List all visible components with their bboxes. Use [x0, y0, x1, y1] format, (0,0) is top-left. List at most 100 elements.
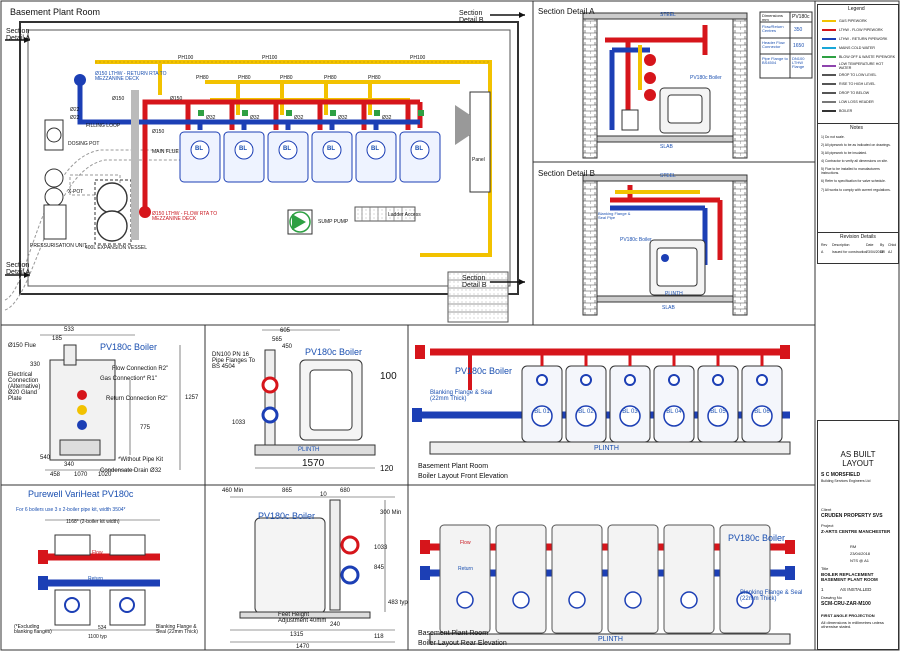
legend-swatch [822, 55, 836, 58]
front-flange-note: DN100 PN 16 Pipe Flanges To BS 4504 [212, 352, 255, 370]
legend-item: DROP TO LOW LEVEL [822, 70, 896, 79]
clearance-dim: 845 [374, 565, 385, 571]
clearance-dim: 865 [282, 488, 293, 494]
section-a-marker-bottom: Section Detail A [6, 262, 31, 276]
front-boiler-id-ring [663, 405, 685, 427]
section-b-boiler: PV180c Boiler [620, 237, 652, 243]
front-elev-boiler-label: PV180c Boiler [455, 366, 513, 376]
legend-item: MAINS COLD WATER [822, 43, 896, 52]
legend-item-label: LTHW - RETURN PIPEWORK [839, 36, 888, 41]
rear-elev-return: Return [458, 566, 474, 572]
clearance-dim: 1033 [374, 545, 388, 551]
plan-boiler-label: BL [415, 146, 423, 152]
side-dim: 185 [52, 336, 63, 342]
legend-item-label: BOILER [839, 108, 853, 113]
dim-table-cell: DN100 LTHW Flange [792, 56, 805, 69]
variheat-excluding-note: (*Excluding blanking flanges) [14, 624, 52, 635]
sump-pump-label: SUMP PUMP [318, 219, 349, 225]
legend-item: LTHW - RETURN PIPEWORK [822, 34, 896, 43]
title-block-rev-status: AS INSTALLED [840, 587, 872, 592]
rear-boiler-unit [663, 524, 715, 634]
front-boiler-badge-icon [536, 374, 548, 386]
title-block: AS BUILT LAYOUT S C MORSFIELD Building S… [817, 420, 899, 650]
section-b-detail [582, 174, 748, 316]
title-block-scale: NTS @ A1 [850, 558, 869, 563]
side-flue-label: Ø150 Flue [8, 343, 37, 349]
legend-swatch [822, 109, 836, 112]
legend-item: LOW LOSS HEADER [822, 97, 896, 106]
revision-header: Rev [821, 243, 828, 247]
side-return-conn: Return Connection R2" [106, 396, 168, 402]
clearance-boiler-label: PV180c Boiler [258, 511, 316, 521]
front-elev-caption-2: Boiler Layout Front Elevation [418, 473, 508, 480]
title-block-title-label: Title [821, 566, 829, 571]
expansion-vessel-label: 400L EXPANSION VESSEL [85, 245, 147, 251]
ph-label: PH80 [280, 75, 293, 81]
variheat-blanking-note: Blanking Flange & Seal (22mm Thick) [156, 624, 198, 635]
title-block-rev: 1 [821, 587, 824, 592]
ladder-access-label: Ladder Access [388, 212, 421, 218]
dim-table-header: PV180c [792, 14, 810, 20]
variheat-title: Purewell VariHeat PV180c [28, 489, 134, 499]
title-block-title: BOILER REPLACEMENT BASEMENT PLANT ROOM [821, 572, 878, 582]
side-dim: 775 [140, 425, 151, 431]
ph-label: PH100 [262, 55, 278, 61]
revision-title: Revision Details [840, 234, 876, 240]
legend-item-label: RISE TO HIGH LEVEL [839, 81, 876, 86]
dim-table-cell: Flow/Return Centres [762, 24, 784, 33]
legend-title: Legend [848, 6, 865, 12]
note-item: 4) Contractor to verify all dimensions o… [821, 159, 888, 164]
pipe-size-label: Ø150 [112, 96, 125, 102]
revision-cell: A [821, 250, 824, 254]
pipe-size-label: Ø32 [250, 115, 260, 121]
section-a-steel: STEEL [660, 12, 676, 18]
front-boiler-id: BL 04 [666, 409, 682, 415]
ph-label: PH80 [368, 75, 381, 81]
pipe-size-label: Ø32 [206, 115, 216, 121]
legend-item: BOILER [822, 106, 896, 115]
legend-item-label: LTHW - FLOW PIPEWORK [839, 27, 883, 32]
variheat-return: Return [88, 576, 104, 582]
title-block-projection: FIRST ANGLE PROJECTION [821, 613, 875, 618]
legend-item: GAS PIPEWORK [822, 16, 896, 25]
plan-boilers [179, 131, 441, 183]
note-item: 3) All pipework to be insulated. [821, 151, 867, 156]
variheat-flow: Flow [92, 550, 103, 556]
side-dim: 330 [30, 362, 41, 368]
title-block-status: AS BUILT LAYOUT [840, 450, 876, 468]
front-dim: 450 [282, 344, 293, 350]
clearance-view [230, 496, 395, 643]
side-dim: 458 [50, 472, 61, 478]
front-dim: 100 [380, 371, 397, 382]
notes-title: Notes [850, 125, 864, 131]
side-dim: 533 [64, 327, 75, 333]
front-plinth [429, 441, 791, 455]
legend-item: DROP TO BELOW [822, 88, 896, 97]
revision-header: By [880, 243, 885, 247]
front-dim: 1570 [302, 458, 325, 469]
note-item: 2) All pipework to be as indicated on dr… [821, 143, 891, 148]
clearance-dim: 240 [330, 622, 341, 628]
dim-table-cell: Pipe Flange to BS4504 [762, 56, 788, 65]
variheat-dim: 534 [98, 625, 107, 631]
rear-plinth [429, 633, 791, 645]
clearance-dim: 118 [374, 634, 384, 640]
rear-elev-caption-1: Basement Plant Room [418, 630, 489, 637]
front-elevation-boilers [521, 352, 783, 443]
front-boiler-id-ring [575, 405, 597, 427]
pipe-size-label: Ø22 [70, 107, 80, 113]
revision-panel: Revision Details Rev Description Date By… [817, 232, 899, 264]
plan-boiler-label: BL [239, 146, 247, 152]
front-boiler-id: BL 01 [534, 409, 550, 415]
side-electrical-note: Electrical Connection (Alternative) Ø20 … [8, 372, 41, 402]
dim-table-header: Dimensions mm [762, 13, 783, 22]
variheat-dim: 1100 typ [88, 634, 107, 640]
clearance-dim: 10 [320, 492, 327, 498]
rear-boiler-unit [439, 524, 491, 634]
rear-boiler-connection-icon [736, 591, 754, 609]
revision-cell: SR [880, 250, 885, 254]
title-block-drawing-label: Drawing No [821, 595, 842, 600]
clearance-feet-note: Feet Height Adjustment 40mm [278, 612, 327, 624]
rear-elevation-boilers [439, 524, 771, 634]
front-boiler-badge-icon [580, 374, 592, 386]
